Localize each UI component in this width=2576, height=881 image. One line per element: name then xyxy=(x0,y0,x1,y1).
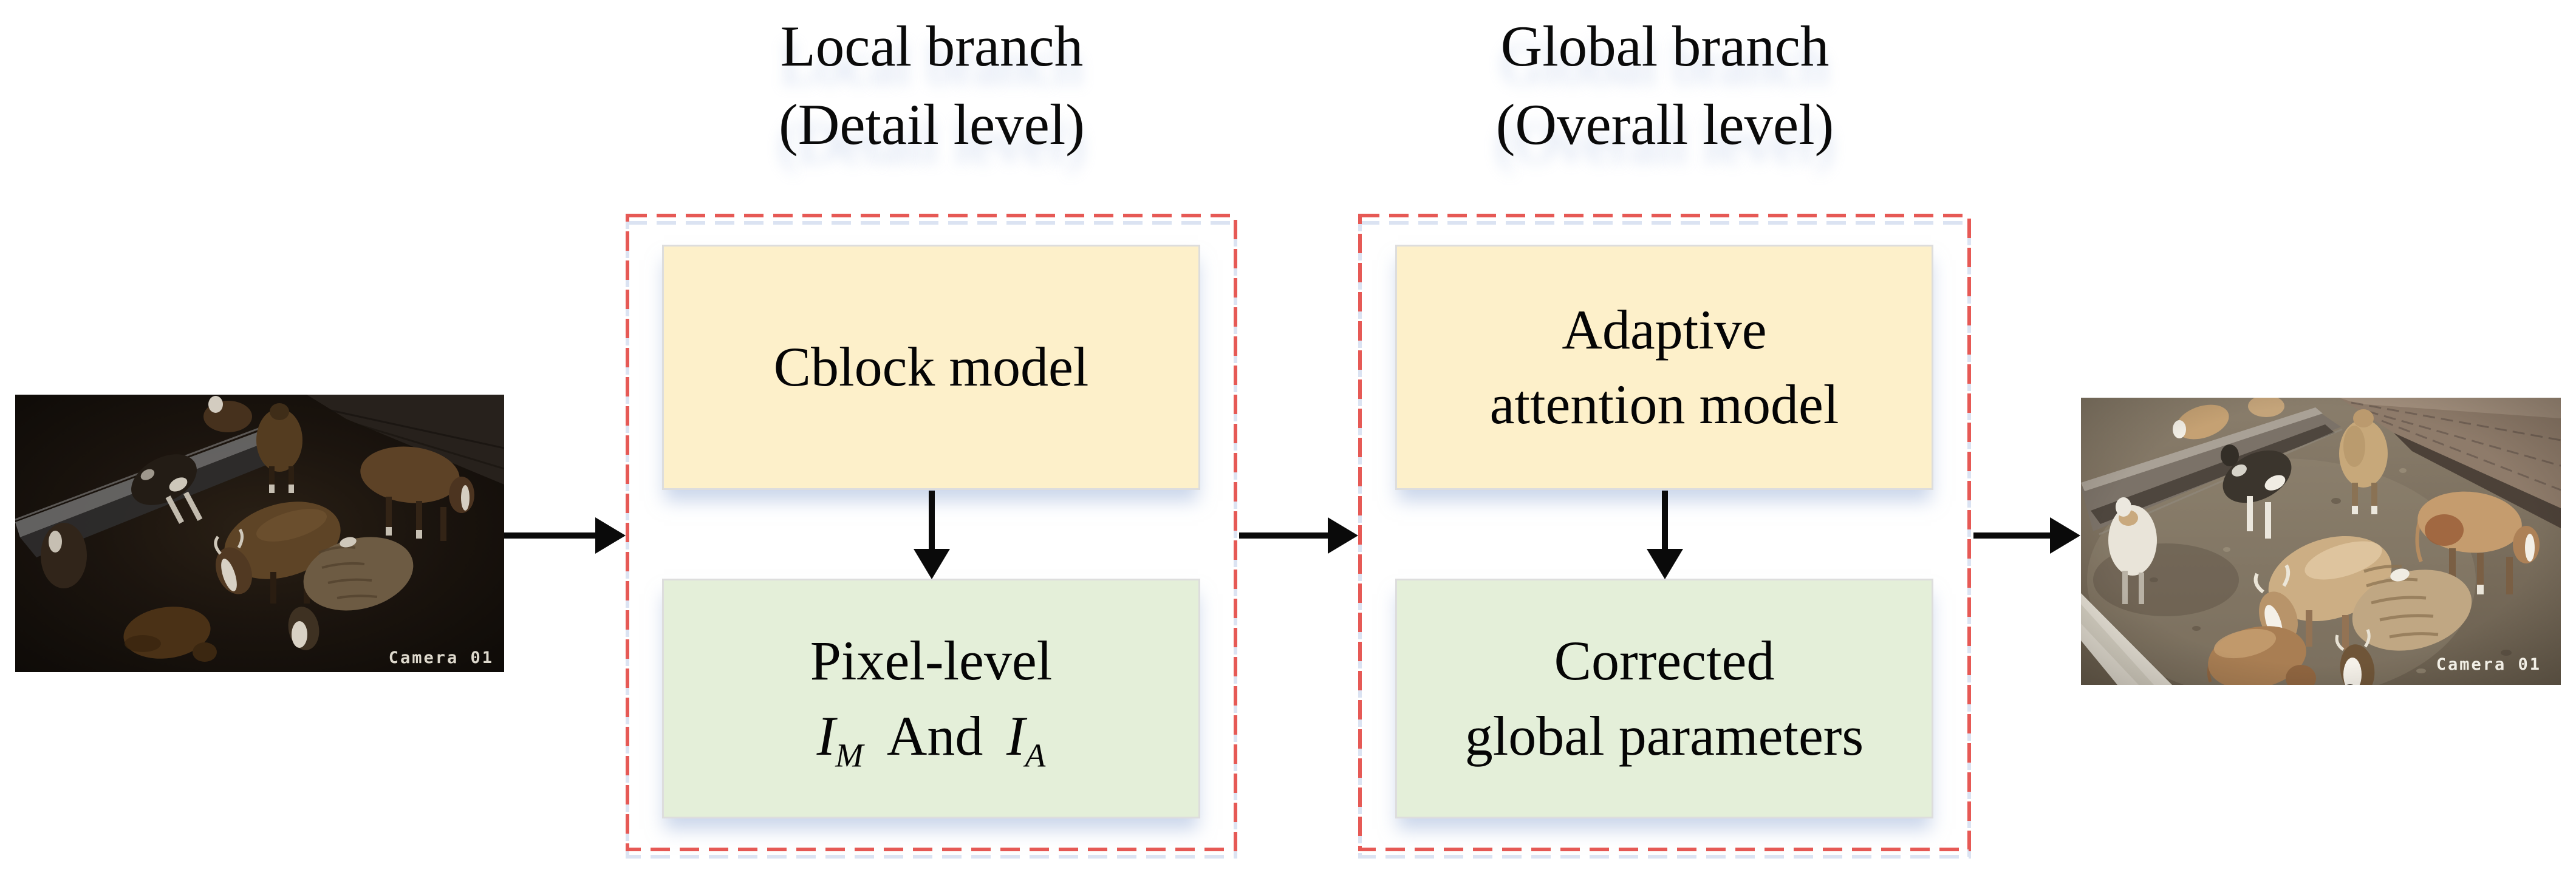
cblock-model-label: Cblock model xyxy=(773,336,1089,398)
math-sub-m: M xyxy=(835,736,864,774)
pixel-level-label-line1: Pixel-level xyxy=(810,630,1053,692)
input-dark-photo: Camera 01 xyxy=(15,395,504,672)
math-sub-a: A xyxy=(1025,736,1046,774)
global-branch-title: Global branch (Overall level) xyxy=(1361,7,1969,164)
global-branch-title-line1: Global branch xyxy=(1500,14,1830,78)
local-branch-title-line1: Local branch xyxy=(780,14,1084,78)
cow-far-left xyxy=(41,523,87,588)
cow-central-white-face xyxy=(214,502,341,604)
arrow-head-down-icon xyxy=(914,549,950,579)
math-conjunction: And xyxy=(886,704,983,767)
arrow-head-right-icon xyxy=(595,517,626,554)
adaptive-attention-box: Adaptive attention model xyxy=(1395,245,1933,490)
cow-top-right xyxy=(360,446,474,541)
local-branch-title-line2: (Detail level) xyxy=(779,92,1085,157)
global-branch-title-line2: (Overall level) xyxy=(1495,92,1834,157)
arrow-head-right-icon xyxy=(2050,517,2080,554)
cow-lying-calf xyxy=(123,607,217,662)
cblock-model-box: Cblock model xyxy=(662,245,1200,490)
corrected-parameters-line2: global parameters xyxy=(1464,704,1864,767)
output-camera-label: Camera 01 xyxy=(2436,655,2541,674)
input-camera-label: Camera 01 xyxy=(389,648,494,667)
cow-top-partial xyxy=(203,396,252,432)
arrow-shaft xyxy=(1973,532,2051,539)
output-enhanced-photo: Camera 01 xyxy=(2081,398,2561,685)
global-branch-dashed-frame xyxy=(1358,214,1971,859)
arrow-shaft xyxy=(1662,491,1668,550)
adaptive-attention-line1: Adaptive xyxy=(1562,298,1767,361)
global-branch-frame-border xyxy=(1358,214,1971,851)
corrected-parameters-line1: Corrected xyxy=(1554,630,1775,692)
cow-black-white xyxy=(131,454,203,524)
arrow-shaft xyxy=(929,491,935,550)
local-branch-frame-border xyxy=(626,214,1237,851)
arrow-head-down-icon xyxy=(1647,549,1683,579)
math-var-im: I xyxy=(816,704,836,767)
math-var-ia: I xyxy=(1006,704,1025,767)
arrow-head-right-icon xyxy=(1328,517,1358,554)
cow-brindle-companion xyxy=(288,537,414,650)
vignette-overlay xyxy=(2081,398,2561,685)
arrow-shaft xyxy=(504,532,596,539)
local-branch-title: Local branch (Detail level) xyxy=(628,7,1235,164)
local-branch-dashed-frame xyxy=(626,214,1237,859)
brick-wall xyxy=(307,395,504,485)
arrow-shaft xyxy=(1239,532,1329,539)
cow-rear-view xyxy=(256,403,302,493)
adaptive-attention-line2: attention model xyxy=(1489,373,1839,435)
corrected-parameters-box: Corrected global parameters xyxy=(1395,579,1933,818)
